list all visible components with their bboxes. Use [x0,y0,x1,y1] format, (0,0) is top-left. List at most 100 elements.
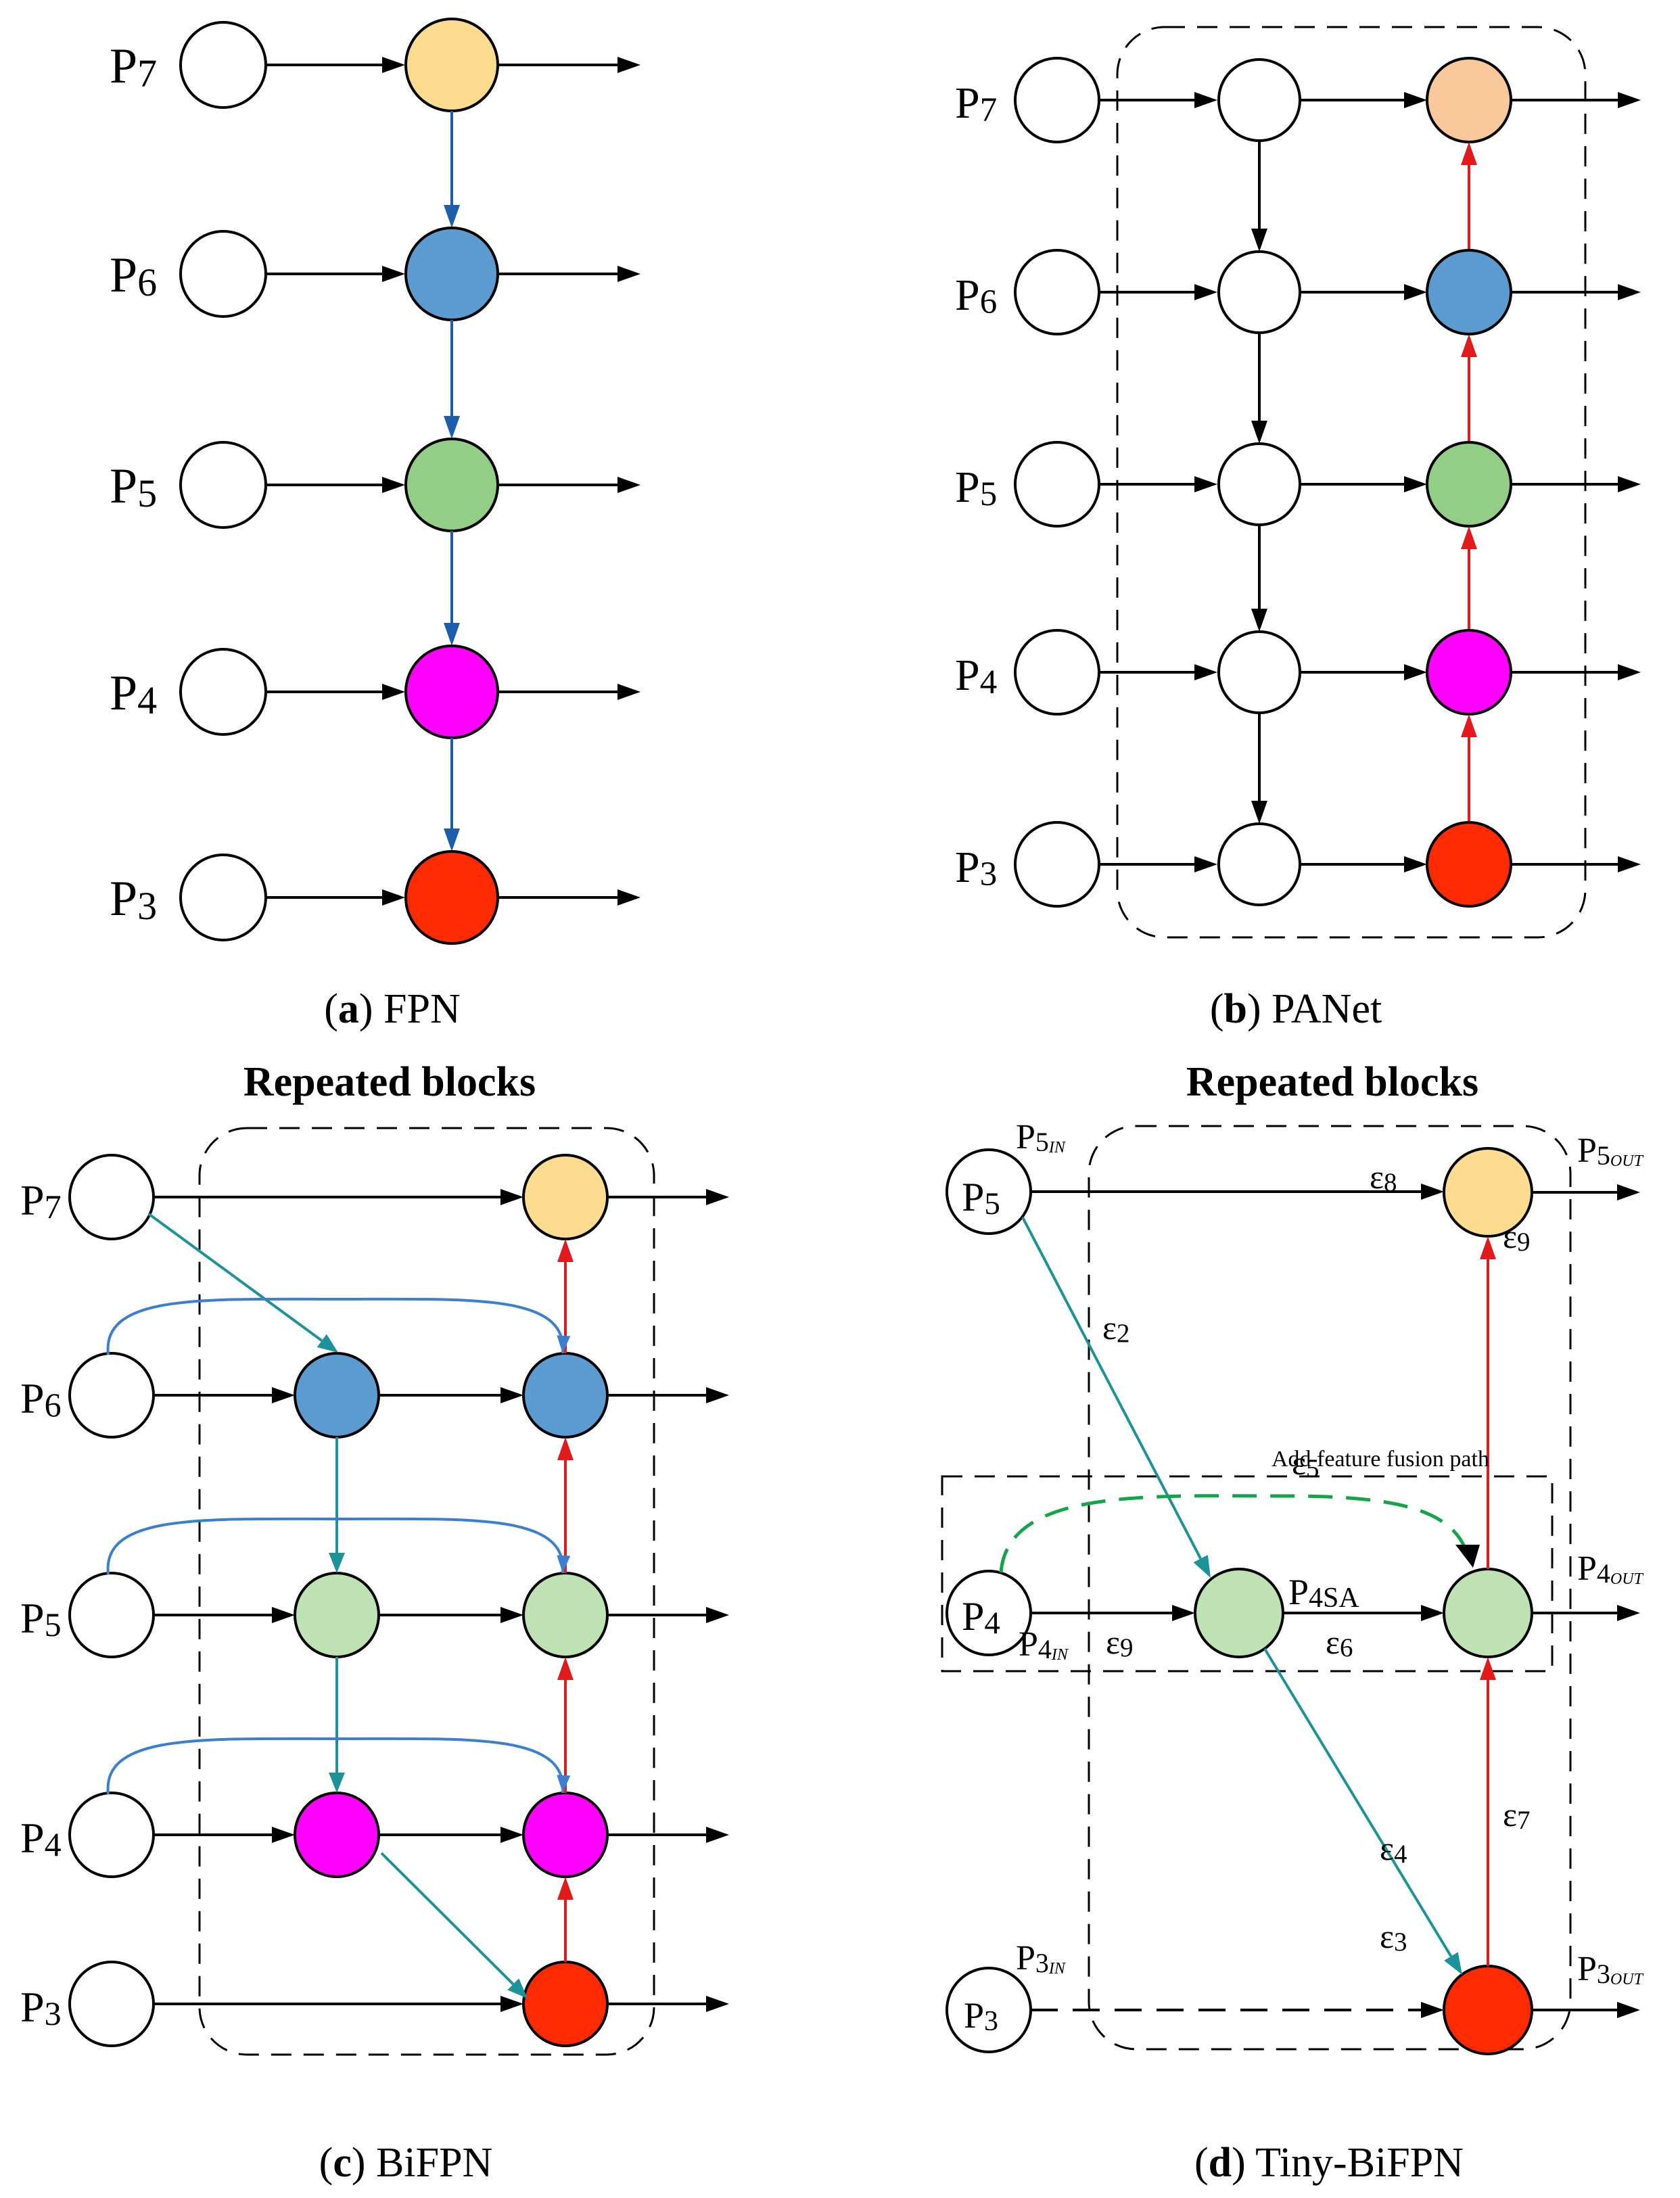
output-node-p4 [1443,1568,1533,1658]
mid-arrow-p6 [379,1387,523,1403]
input-node-p3 [68,1961,155,2047]
lateral-arrow-p5 [266,477,405,493]
in-label-p3: P3IN [1016,1939,1067,1978]
lateral-arrow-p3 [1099,856,1217,872]
input-node-label-p3: P3 [964,1995,998,2037]
level-label-p6: P6 [20,1374,62,1424]
top-down-arrow-p5 [444,531,460,646]
output-arrow-p6 [498,266,640,282]
mid-node-p6 [294,1352,380,1439]
bottom-up-arrow-p3 [557,1877,574,1962]
fusion-path-box [941,1475,1554,1673]
top-down-arrow-p6 [444,320,460,439]
repeated-blocks-title-d: Repeated blocks [1186,1059,1478,1105]
output-arrow-p4 [498,684,640,700]
eps-e5: ε5 [1292,1444,1320,1483]
output-node-p7 [1426,57,1512,143]
level-label-p4: P4 [955,651,997,701]
bottom-up-arrow-p4 [1461,714,1477,822]
output-node-p7 [522,1154,609,1240]
level-label-p3: P3 [110,871,157,928]
eps-e9-p5: ε9 [1503,1217,1531,1257]
bottom-up-arrow-p4 [557,1657,574,1793]
input-node-p7 [179,21,267,109]
lateral-arrow-p6 [1099,284,1217,300]
p4sa-label: P4SA [1288,1572,1359,1614]
bottom-up-arrow-p5 [1461,526,1477,630]
output-arrow-p3 [1511,856,1641,872]
output-arrow-p7 [498,57,640,73]
in-label-p4: P4IN [1019,1625,1069,1664]
bottom-up-arrow-p7 [1461,142,1477,250]
skip-arrow-p4 [106,1737,571,1795]
mid-arrow-p5 [1300,476,1427,492]
input-node-p7 [1014,57,1100,143]
level-label-p5: P5 [955,463,997,513]
eps-e6: ε6 [1326,1623,1353,1662]
added-fusion-path-arrow [999,1494,1470,1573]
input-node-p5 [179,441,267,529]
mid-node-p5 [294,1572,380,1658]
output-node-p3 [1426,821,1512,908]
eps-e9-p4in: ε9 [1106,1623,1134,1662]
fusion-arrowhead [1455,1545,1480,1568]
input-node-p4 [68,1792,155,1878]
lateral-arrow-p6 [154,1387,295,1403]
level-label-p5: P5 [110,459,157,515]
input-node-p5 [1014,441,1100,528]
eps-e4: ε4 [1380,1829,1407,1869]
caption-a: (a) FPN [324,986,461,1032]
output-arrow-p7 [1511,92,1641,108]
level-label-p5: P5 [20,1594,62,1643]
p3-to-p4-red-arrow [1480,1657,1496,1966]
level-label-p4: P4 [20,1814,62,1863]
p3-output-arrow [1532,2002,1640,2018]
output-arrow-p5 [607,1607,729,1623]
top-down-arrow-p4 [1251,713,1267,824]
eps-e7: ε7 [1503,1796,1531,1835]
topdown-node-p5 [1217,442,1301,526]
fused-node-p5 [404,438,499,532]
lateral-arrow-p5 [154,1607,295,1623]
eps-e3: ε3 [1380,1917,1407,1957]
lateral-arrow-p7 [1099,92,1217,108]
p5-lateral-arrow [1031,1184,1444,1200]
lateral-arrow-p4 [266,684,405,700]
caption-d: (d) Tiny-BiFPN [1194,2140,1464,2186]
output-arrow-p3 [607,1996,729,2012]
input-node-p4 [1014,629,1100,716]
mid-node-p4 [294,1792,380,1878]
input-node-label-p4: P4 [962,1594,1000,1641]
input-node-p6 [179,230,267,318]
top-down-arrow-p7 [147,1213,338,1353]
topdown-node-p6 [1217,250,1301,334]
out-label-p5: P5OUT [1577,1131,1644,1171]
panet-block-outline [1116,26,1587,939]
input-node-p4 [179,648,267,736]
output-node-p4 [522,1792,609,1878]
p4-output-arrow [1532,1605,1640,1621]
output-node-p6 [522,1352,609,1439]
bifpn-block-outline [198,1127,655,2056]
caption-b: (b) PANet [1210,986,1382,1032]
output-arrow-p3 [498,889,640,906]
level-label-p7: P7 [110,39,157,95]
output-arrow-p4 [607,1827,729,1843]
level-label-p7: P7 [20,1176,62,1225]
top-down-arrow-p4 [444,738,460,851]
mid-arrow-p4 [1300,664,1427,680]
p5-to-p4sa-arrow [1021,1217,1211,1578]
mid-arrow-p7 [1300,92,1427,108]
bottom-up-arrow-p5 [557,1437,574,1573]
mid-arrow-p4 [379,1827,523,1843]
in-label-p5: P5IN [1016,1118,1067,1157]
lateral-arrow-p4 [1099,664,1217,680]
input-node-p6 [68,1352,155,1439]
lateral-arrow-p3 [266,889,405,906]
lateral-arrow-p6 [266,266,405,282]
output-node-p5 [1443,1147,1533,1238]
output-arrow-p6 [607,1387,729,1403]
